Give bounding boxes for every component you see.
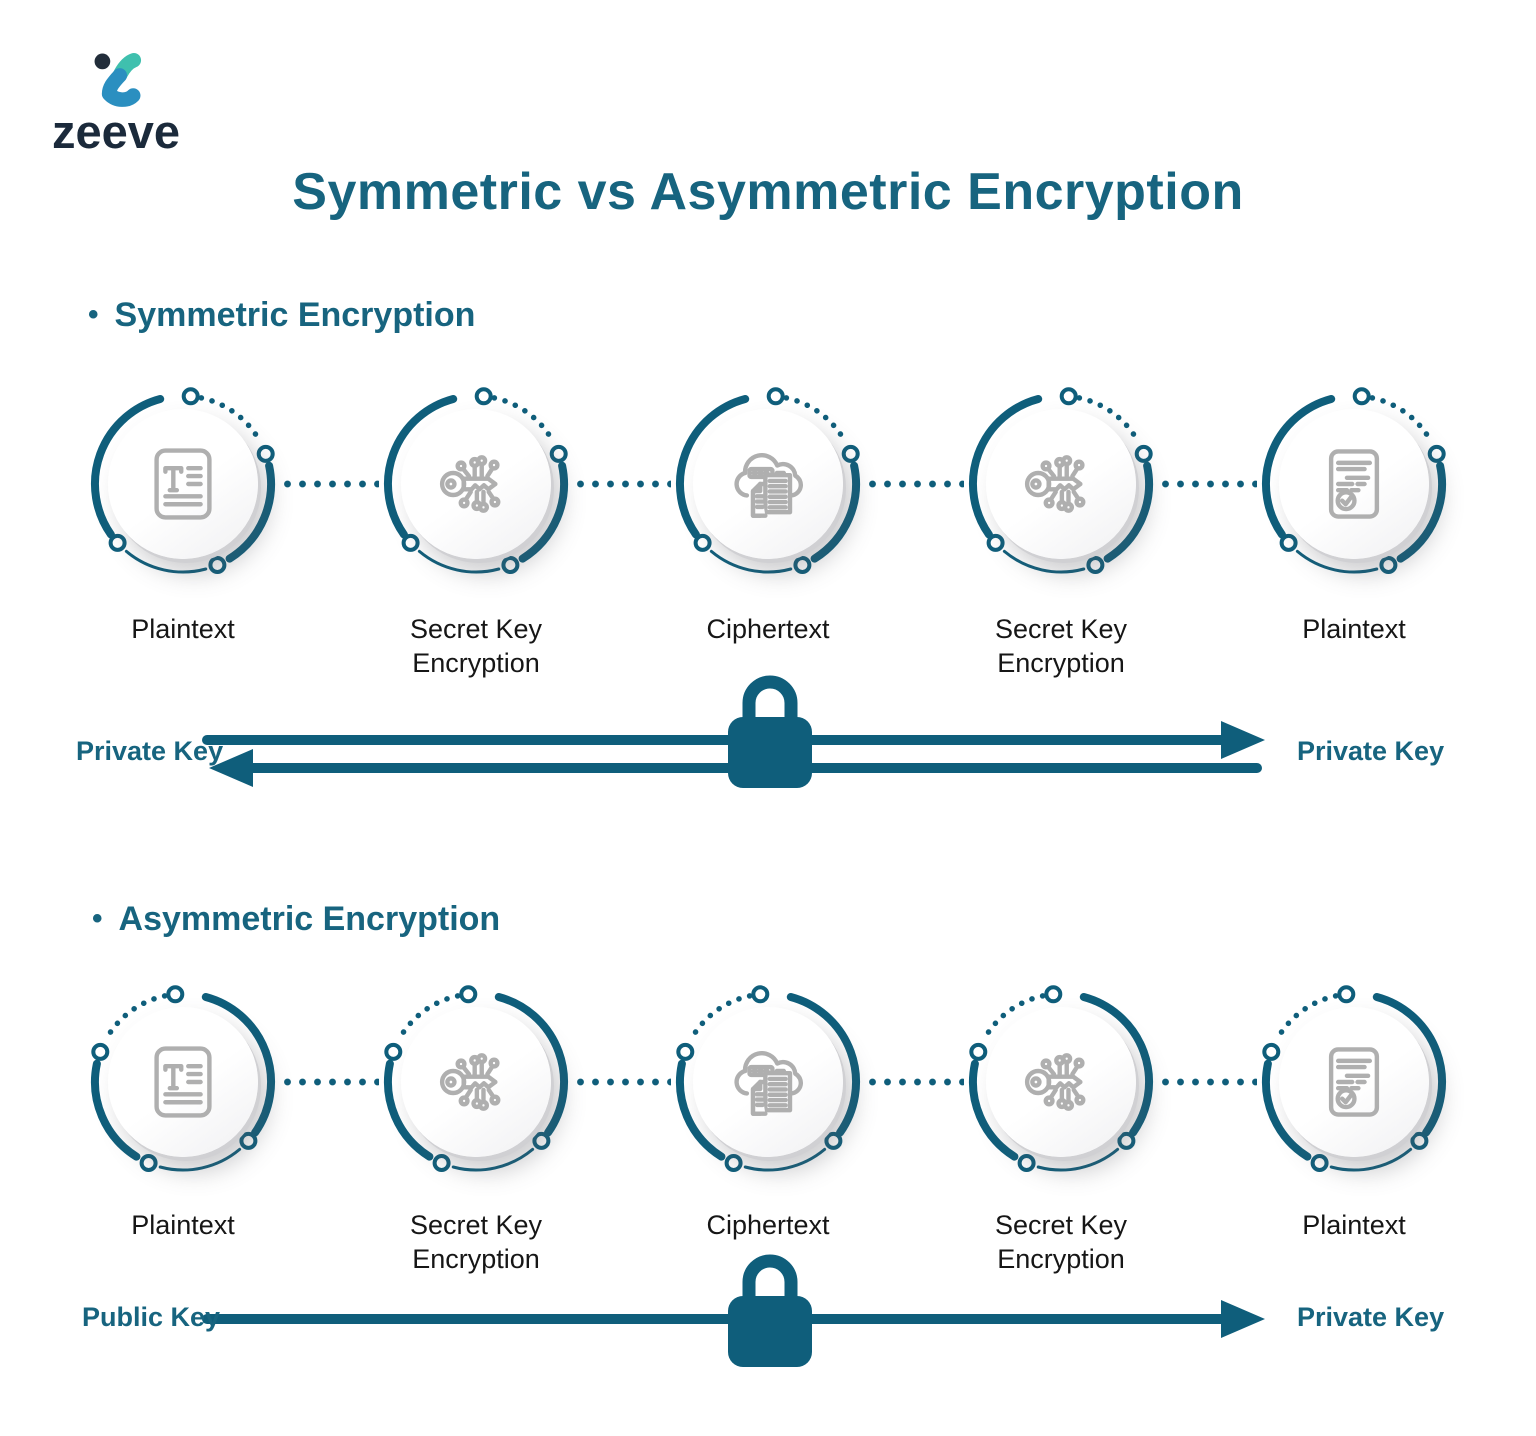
step-label: Secret Key Encryption bbox=[409, 1210, 543, 1274]
cloud-ciphertext-icon bbox=[724, 1038, 812, 1126]
step-node-ciphertext-1 bbox=[668, 384, 868, 584]
step-node-secret-key-4 bbox=[961, 982, 1161, 1182]
step-circle bbox=[986, 1007, 1136, 1157]
digital-key-icon bbox=[432, 1038, 520, 1126]
step-node-plaintext-4 bbox=[1254, 982, 1454, 1182]
key-label-right: Private Key bbox=[1297, 1302, 1445, 1332]
step-node-plaintext-3 bbox=[83, 982, 283, 1182]
step-node-secret-key-2 bbox=[961, 384, 1161, 584]
key-label-left: Public Key bbox=[82, 1302, 221, 1332]
step-circle bbox=[401, 409, 551, 559]
step-circle bbox=[108, 409, 258, 559]
step-label: Plaintext bbox=[1302, 1210, 1406, 1240]
step-label: Plaintext bbox=[131, 614, 235, 644]
approved-document-icon bbox=[1310, 1038, 1398, 1126]
step-label: Plaintext bbox=[1302, 614, 1406, 644]
asymmetric-heading-text: Asymmetric Encryption bbox=[118, 900, 501, 938]
right-arrowhead-icon bbox=[1221, 721, 1265, 759]
step-circle bbox=[401, 1007, 551, 1157]
digital-key-icon bbox=[1017, 440, 1105, 528]
step-label: Secret Key Encryption bbox=[994, 614, 1128, 678]
left-arrowhead-icon bbox=[209, 749, 253, 787]
text-document-icon bbox=[139, 1038, 227, 1126]
dotted-connector bbox=[280, 480, 379, 488]
step-label: Ciphertext bbox=[706, 614, 830, 644]
dotted-connector bbox=[280, 1078, 379, 1086]
step-node-plaintext-2 bbox=[1254, 384, 1454, 584]
digital-key-icon bbox=[1017, 1038, 1105, 1126]
right-arrowhead-icon bbox=[1221, 1300, 1265, 1338]
step-label: Plaintext bbox=[131, 1210, 235, 1240]
step-circle bbox=[986, 409, 1136, 559]
page-title: Symmetric vs Asymmetric Encryption bbox=[292, 163, 1244, 221]
step-node-ciphertext-2 bbox=[668, 982, 868, 1182]
cloud-ciphertext-icon bbox=[724, 440, 812, 528]
key-label-right: Private Key bbox=[1297, 736, 1445, 766]
dotted-connector bbox=[865, 480, 964, 488]
step-node-secret-key-3 bbox=[376, 982, 576, 1182]
step-circle bbox=[108, 1007, 258, 1157]
key-label-left: Private Key bbox=[76, 736, 224, 766]
text-document-icon bbox=[139, 440, 227, 528]
bullet-dot: • bbox=[92, 902, 103, 935]
symmetric-heading-text: Symmetric Encryption bbox=[114, 296, 476, 334]
approved-document-icon bbox=[1310, 440, 1398, 528]
step-circle bbox=[1279, 409, 1429, 559]
step-circle bbox=[693, 409, 843, 559]
asymmetric-section-heading: • Asymmetric Encryption bbox=[92, 900, 500, 939]
step-label: Secret Key Encryption bbox=[994, 1210, 1128, 1274]
symmetric-section-heading: • Symmetric Encryption bbox=[88, 296, 475, 335]
digital-key-icon bbox=[432, 440, 520, 528]
padlock-icon bbox=[728, 1254, 812, 1367]
dotted-connector bbox=[1158, 480, 1257, 488]
step-circle bbox=[693, 1007, 843, 1157]
padlock-icon bbox=[728, 675, 812, 788]
zeeve-wordmark: zeeve bbox=[52, 105, 181, 158]
dotted-connector bbox=[865, 1078, 964, 1086]
step-label: Ciphertext bbox=[706, 1210, 830, 1240]
dotted-connector bbox=[573, 480, 671, 488]
asymmetric-key-flow bbox=[202, 1254, 1265, 1367]
dotted-connector bbox=[573, 1078, 671, 1086]
symmetric-key-flow bbox=[202, 675, 1265, 788]
step-node-secret-key-1 bbox=[376, 384, 576, 584]
bullet-dot: • bbox=[88, 298, 99, 331]
dotted-connector bbox=[1158, 1078, 1257, 1086]
zeeve-logo-icon bbox=[94, 53, 142, 107]
step-circle bbox=[1279, 1007, 1429, 1157]
step-label: Secret Key Encryption bbox=[409, 614, 543, 678]
step-node-plaintext-1 bbox=[83, 384, 283, 584]
